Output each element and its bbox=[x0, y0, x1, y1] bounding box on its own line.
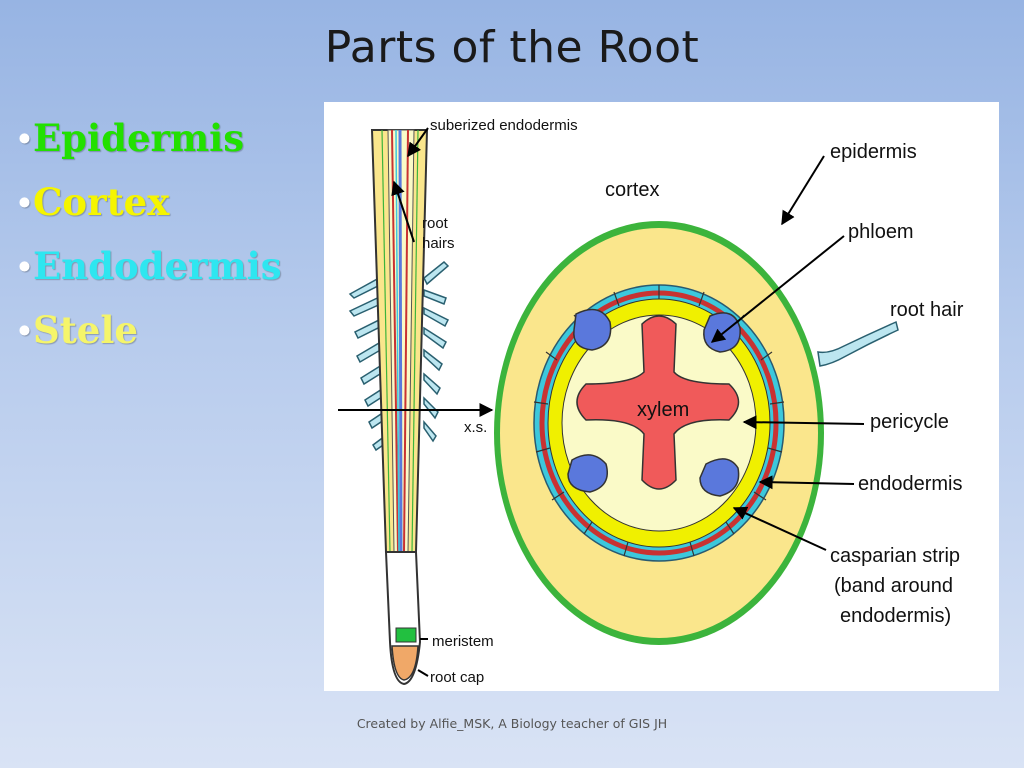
bullet-endodermis: •Endodermis bbox=[18, 240, 282, 304]
label-casparian-1: casparian strip bbox=[830, 545, 960, 567]
label-root-hairs-1: root bbox=[422, 215, 449, 232]
bullet-dot-icon: • bbox=[18, 118, 31, 159]
root-diagram-svg: suberized endodermis root hairs x.s. mer… bbox=[338, 117, 964, 686]
label-epidermis: epidermis bbox=[830, 141, 917, 163]
longitudinal-root bbox=[348, 129, 450, 686]
annotation-arrows bbox=[338, 127, 865, 677]
label-casparian-2: (band around bbox=[834, 575, 953, 597]
bullet-text: Cortex bbox=[32, 180, 170, 224]
label-meristem: meristem bbox=[432, 633, 494, 650]
label-suberized-endodermis: suberized endodermis bbox=[430, 117, 578, 134]
bullet-list: •Epidermis •Cortex •Endodermis •Stele bbox=[18, 112, 282, 368]
xylem-shape bbox=[576, 315, 740, 490]
label-endodermis: endodermis bbox=[858, 473, 963, 495]
bullet-cortex: •Cortex bbox=[18, 176, 282, 240]
label-pericycle: pericycle bbox=[870, 411, 949, 433]
label-xylem: xylem bbox=[637, 399, 689, 421]
label-phloem: phloem bbox=[848, 221, 914, 243]
bullet-dot-icon: • bbox=[18, 246, 31, 287]
footer-credit: Created by Alfie_MSK, A Biology teacher … bbox=[356, 716, 668, 731]
bullet-stele: •Stele bbox=[18, 304, 282, 368]
bullet-epidermis: •Epidermis bbox=[18, 112, 282, 176]
label-root-hairs-2: hairs bbox=[422, 235, 455, 252]
label-casparian-3: endodermis) bbox=[840, 605, 951, 627]
phloem-patches bbox=[567, 308, 741, 497]
bullet-text: Epidermis bbox=[32, 116, 245, 160]
label-root-hair: root hair bbox=[890, 299, 964, 321]
root-diagram: suberized endodermis root hairs x.s. mer… bbox=[324, 102, 999, 691]
slide-title: Parts of the Root bbox=[324, 22, 700, 73]
label-xs: x.s. bbox=[464, 419, 487, 436]
bullet-text: Stele bbox=[32, 308, 138, 352]
label-cortex: cortex bbox=[605, 179, 659, 201]
root-hair-outgrowth bbox=[817, 320, 899, 367]
label-root-cap: root cap bbox=[430, 669, 484, 686]
bullet-text: Endodermis bbox=[32, 244, 282, 288]
root-hairs-right bbox=[423, 260, 450, 443]
bullet-dot-icon: • bbox=[18, 182, 31, 223]
bullet-dot-icon: • bbox=[18, 310, 31, 351]
cross-section bbox=[494, 221, 899, 645]
